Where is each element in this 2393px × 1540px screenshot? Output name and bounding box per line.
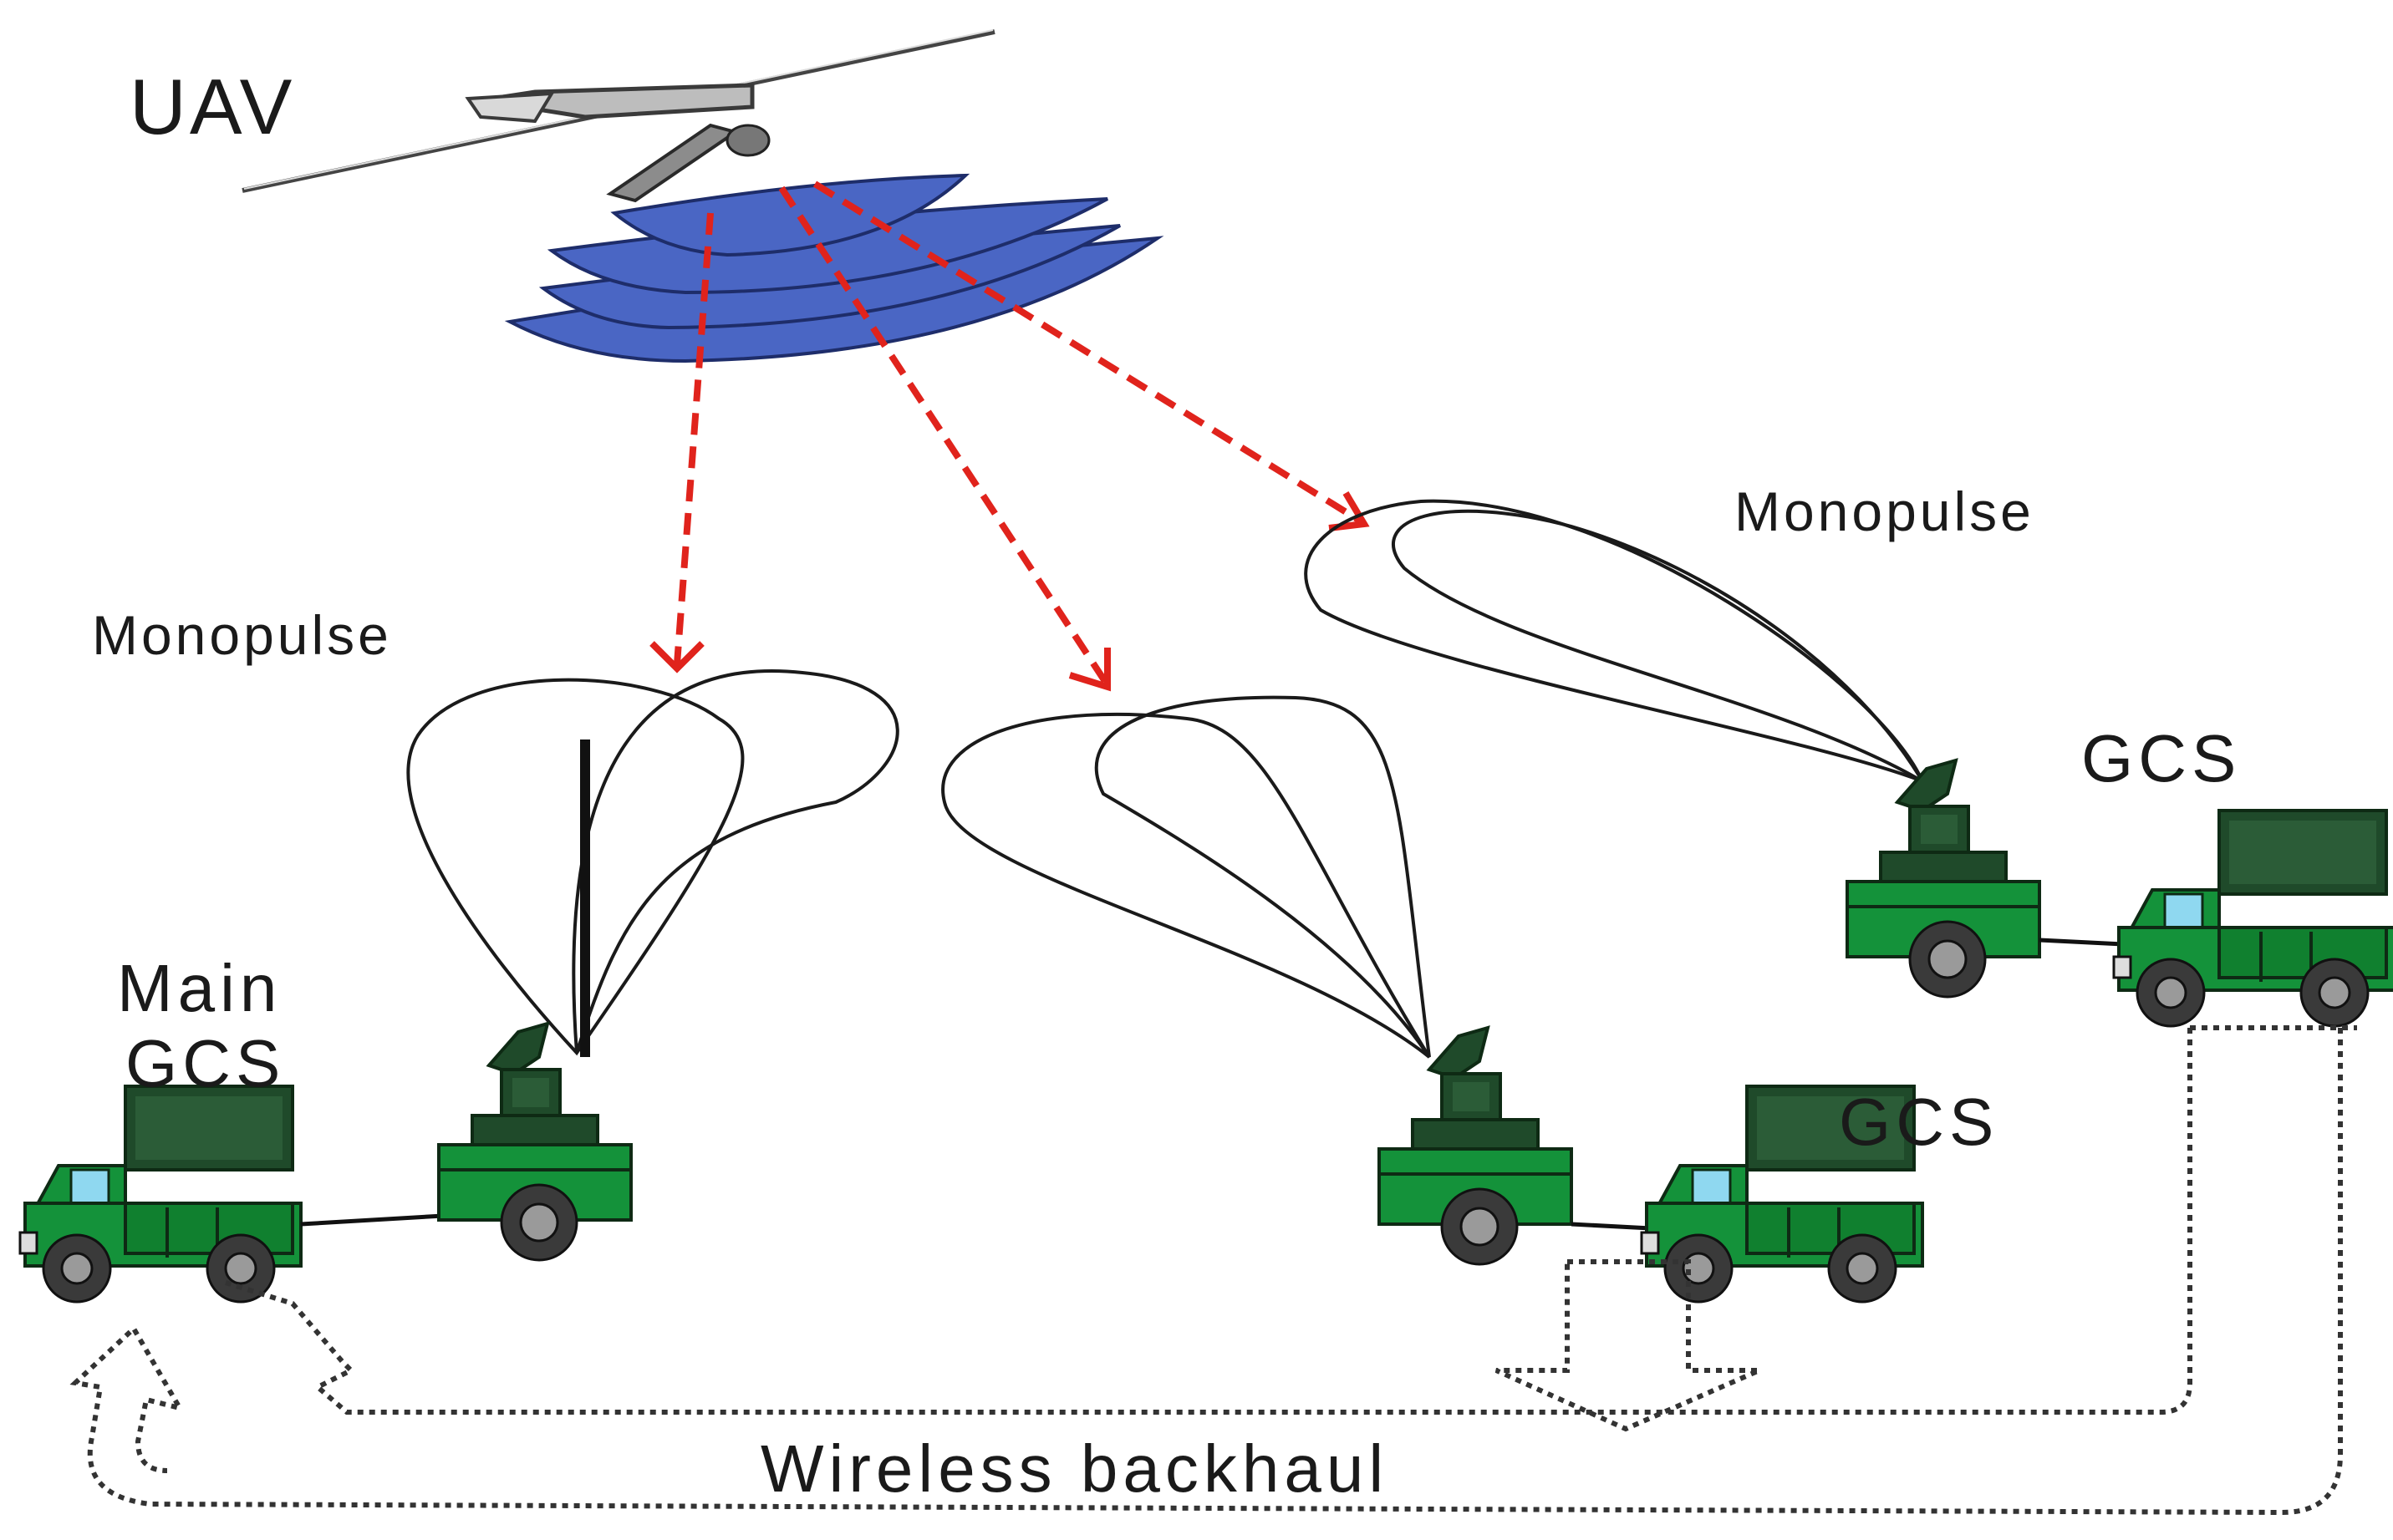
monopulse-right-label: Monopulse — [1734, 480, 2034, 542]
beam-pattern-middle — [941, 695, 1431, 1059]
arrow-icon — [1494, 1259, 1761, 1432]
middle-gcs-trailer — [1377, 1026, 1573, 1266]
ray-to-main-gcs — [674, 212, 714, 665]
signal-rays — [649, 180, 1370, 692]
beam-pattern-right — [1304, 499, 1927, 786]
gcs-middle-label: GCS — [1839, 1085, 1998, 1159]
main-gcs-label-line1: Main — [117, 951, 282, 1025]
backhaul-inner-loop — [225, 1025, 2357, 1415]
antenna-trailer-icon — [1377, 1026, 1573, 1266]
main-gcs-truck — [18, 1085, 303, 1304]
tow-bar — [2039, 938, 2124, 947]
truck-icon — [18, 1085, 303, 1304]
monopulse-left-label: Monopulse — [92, 604, 392, 666]
arrow-icon — [649, 641, 705, 673]
right-gcs-trailer — [1846, 759, 2041, 999]
main-gcs-label-line2: GCS — [125, 1026, 285, 1100]
arrow-icon — [1068, 648, 1111, 692]
right-gcs-truck — [2112, 809, 2393, 1028]
tow-bar — [1571, 1222, 1652, 1231]
ray-to-right-gcs — [812, 180, 1365, 526]
antenna-trailer-icon — [437, 1022, 633, 1262]
uav-icon — [242, 29, 995, 203]
wireless-backhaul-label: Wireless backhaul — [761, 1431, 1388, 1506]
backhaul-outer-loop — [69, 1028, 2343, 1516]
truck-icon — [2112, 809, 2393, 1028]
beam-pattern-left — [406, 669, 899, 1057]
arrow-icon — [1328, 490, 1370, 531]
tow-bar — [300, 1213, 444, 1227]
main-gcs-trailer — [437, 1022, 633, 1262]
antenna-sector-icon — [504, 173, 1164, 363]
antenna-trailer-icon — [1846, 759, 2041, 999]
gcs-right-label: GCS — [2081, 721, 2241, 795]
wireless-backhaul-links — [69, 1025, 2357, 1516]
uav-label: UAV — [130, 63, 295, 150]
